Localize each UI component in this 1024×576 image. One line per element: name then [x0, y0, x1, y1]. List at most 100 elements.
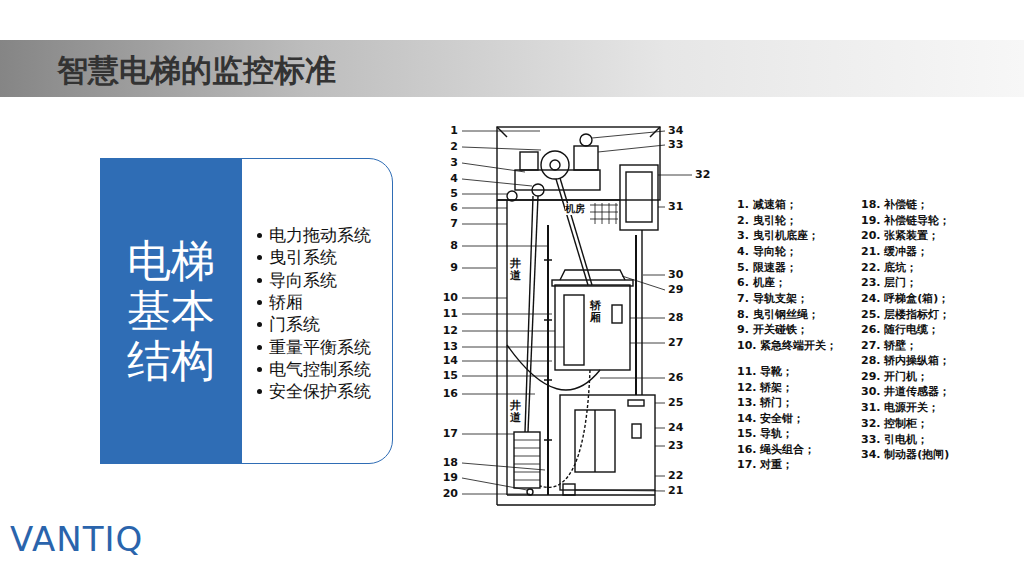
legend-entry: 14. 安全钳；	[737, 412, 804, 425]
room-label: 机房	[565, 203, 585, 215]
rail-bracket	[544, 260, 552, 440]
callout-number: 2	[432, 140, 458, 153]
guide-rail	[547, 225, 549, 495]
leader-line	[655, 403, 665, 404]
legend-entry: 11. 导靴；	[737, 365, 793, 378]
legend-entry: 12. 轿架；	[737, 381, 793, 394]
leader-line	[575, 490, 665, 491]
callout-number: 10	[432, 291, 458, 304]
legend-entry: 13. 轿门；	[737, 396, 793, 409]
legend-entry: 4. 导向轮；	[737, 245, 797, 258]
legend-entry: 19. 补偿链导轮；	[861, 214, 950, 227]
callout-number: 22	[668, 469, 694, 482]
leader-line	[655, 428, 665, 429]
leader-line	[462, 494, 530, 495]
leader-line	[598, 145, 665, 152]
elevator-car	[555, 285, 630, 370]
landing-wall	[560, 395, 655, 490]
list-item: 电气控制系统	[269, 359, 371, 379]
leader-line	[462, 246, 548, 247]
leader-line	[462, 131, 540, 132]
callout-number: 25	[668, 396, 694, 409]
shaft-wall	[641, 230, 642, 395]
list-item: 轿厢	[269, 292, 303, 312]
callout-number: 9	[432, 261, 458, 274]
leader-line	[630, 343, 665, 344]
buffer	[563, 484, 575, 495]
bullet-dot	[257, 322, 262, 327]
motor	[574, 146, 598, 170]
legend-entry: 5. 限速器；	[737, 261, 797, 274]
callout-number: 30	[668, 268, 694, 281]
callout-number: 5	[432, 187, 458, 200]
legend-entry: 1. 减速箱；	[737, 198, 797, 211]
traction-sheave	[541, 151, 569, 179]
legend-entry: 31. 电源开关；	[861, 401, 939, 414]
leader-line	[462, 331, 555, 332]
list-item: 电力拖动系统	[269, 225, 371, 245]
callout-number: 14	[432, 354, 458, 367]
company-logo: VANTIQ	[10, 520, 143, 558]
perspective-line	[497, 127, 507, 137]
callout-number: 34	[668, 124, 694, 137]
guide-sheave	[532, 184, 544, 196]
leader-line	[630, 318, 665, 319]
cabinet-door	[626, 172, 652, 222]
callout-number: 28	[668, 311, 694, 324]
callout-number: 29	[668, 283, 694, 296]
leader-line	[462, 147, 541, 150]
legend-entry: 32. 控制柜；	[861, 417, 928, 430]
legend-entry: 21. 缓冲器；	[861, 245, 928, 258]
legend-entry: 24. 呼梯盒(箱)；	[861, 292, 949, 305]
bullet-dot	[257, 345, 262, 350]
structure-list-box: 电力拖动系统曳引系统导向系统轿厢门系统重量平衡系统电气控制系统安全保护系统电梯 …	[100, 158, 393, 464]
legend-entry: 27. 轿壁；	[861, 339, 917, 352]
legend-entry: 23. 层门；	[861, 276, 917, 289]
legend-entry: 15. 导轨；	[737, 427, 793, 440]
leader-line	[462, 163, 525, 172]
counterweight-blocks	[514, 440, 540, 480]
slide-title: 智慧电梯的监控标准	[57, 50, 336, 92]
legend-entry: 18. 补偿链；	[861, 198, 928, 211]
legend-entry: 10. 紧急终端开关；	[737, 339, 837, 352]
machine-room	[497, 127, 660, 200]
leader-line	[462, 314, 552, 315]
panel-heading: 电梯 基本 结构	[121, 236, 221, 386]
list-item: 曳引系统	[269, 247, 337, 267]
callout-number: 1	[432, 124, 458, 137]
legend-entry: 34. 制动器(抱闸)	[861, 448, 949, 461]
callout-number: 15	[432, 369, 458, 382]
car-label: 轿厢	[590, 300, 601, 324]
callout-number: 24	[668, 421, 694, 434]
leader-line	[658, 207, 665, 208]
callout-number: 19	[432, 471, 458, 484]
list-item: 导向系统	[269, 270, 337, 290]
leader-line	[462, 394, 535, 395]
bullet-dot	[257, 255, 262, 260]
structure-heading-panel: 电梯 基本 结构	[100, 158, 242, 464]
car-door	[564, 295, 584, 365]
counterweight	[514, 432, 540, 488]
hoist-rope	[556, 179, 588, 285]
legend-entry: 29. 开门机；	[861, 370, 928, 383]
legend-entry: 33. 引电机；	[861, 433, 928, 446]
callout-number: 20	[432, 487, 458, 500]
bullet-dot	[257, 389, 262, 394]
pit-line	[654, 490, 655, 505]
callout-number: 3	[432, 156, 458, 169]
legend-entry: 16. 绳头组合；	[737, 443, 815, 456]
legend-entry: 30. 井道传感器；	[861, 385, 950, 398]
floor-grate	[590, 203, 618, 224]
legend-entry: 2. 曳引轮；	[737, 214, 797, 227]
leader-line	[462, 298, 507, 299]
callout-number: 4	[432, 172, 458, 185]
callout-number: 8	[432, 239, 458, 252]
callout-number: 26	[668, 371, 694, 384]
landing-door	[575, 410, 615, 472]
control-cabinet	[620, 165, 658, 230]
bullet-dot	[257, 278, 262, 283]
legend-entry: 25. 层楼指标灯；	[861, 308, 950, 321]
travelling-cable	[507, 345, 600, 390]
callout-number: 7	[432, 217, 458, 230]
